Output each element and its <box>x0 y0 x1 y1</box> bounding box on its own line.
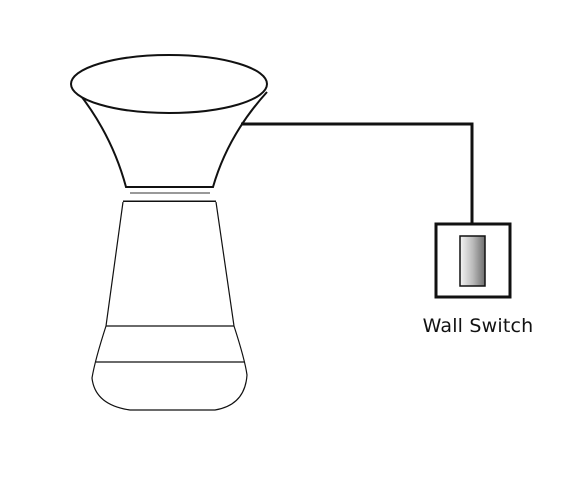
light-bulb-icon <box>91 192 248 411</box>
bulb-outline <box>91 201 248 411</box>
shade-top-rim <box>70 54 268 114</box>
wall-switch-label: Wall Switch <box>422 315 534 337</box>
wire <box>241 122 474 226</box>
shade-body <box>77 91 268 188</box>
ceiling-lamp-shade-icon <box>70 54 268 188</box>
switch-toggle <box>459 235 486 287</box>
wall-switch-icon <box>434 222 512 299</box>
